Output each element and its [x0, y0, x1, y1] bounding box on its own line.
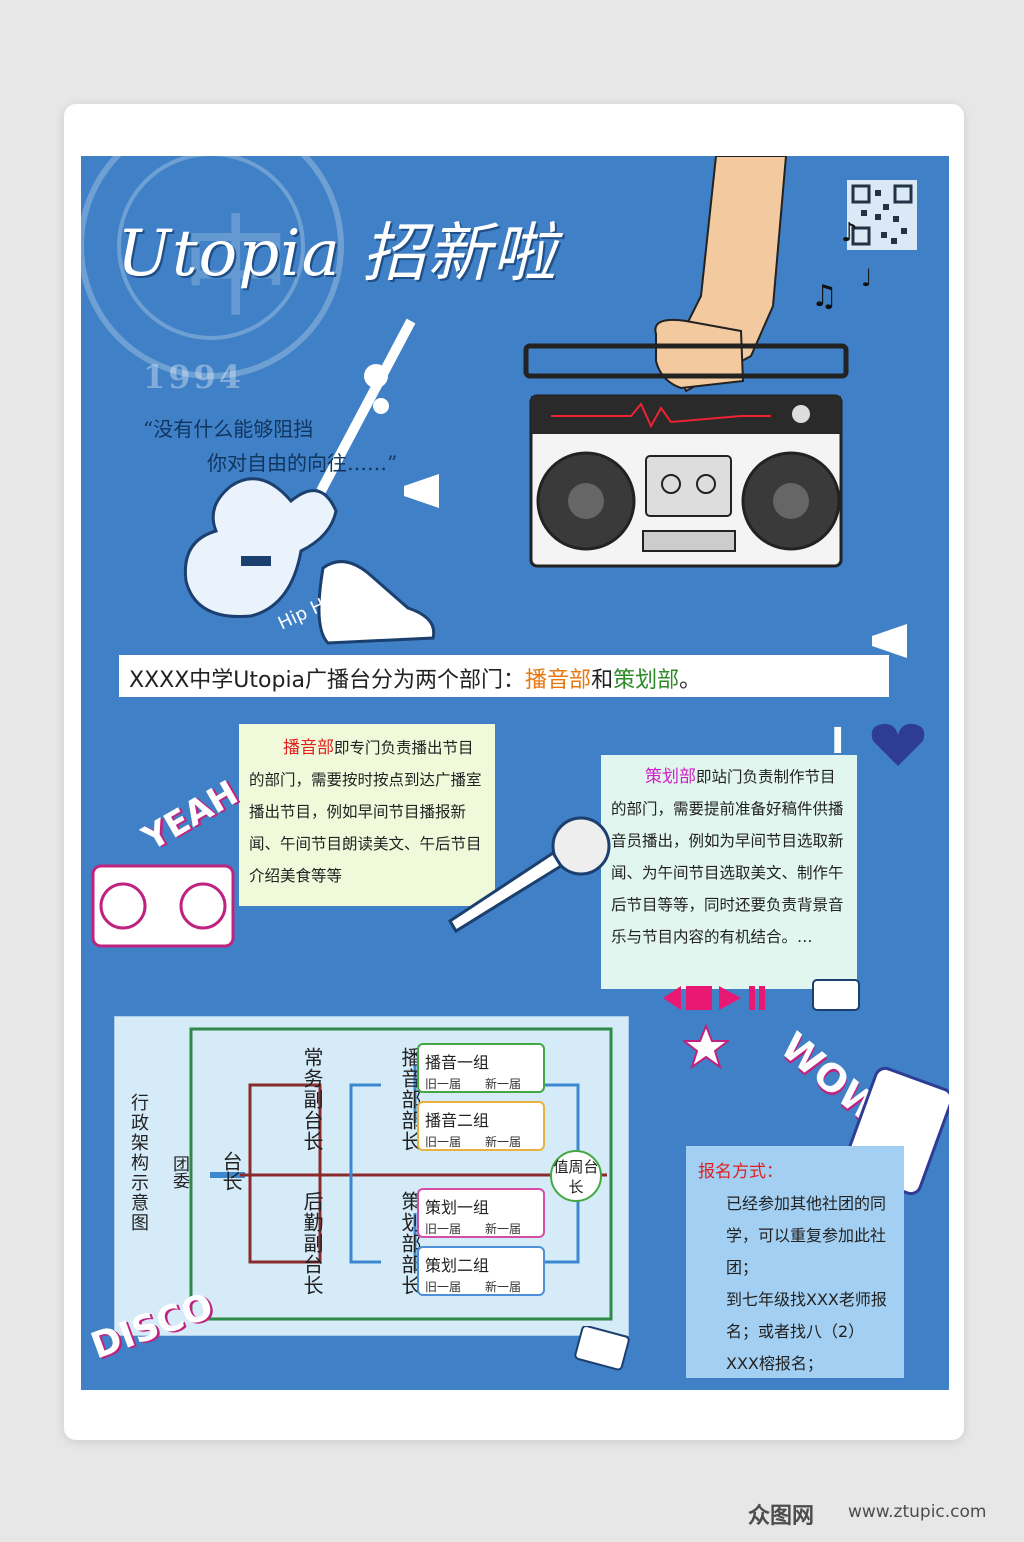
playback-controls-doodle: [663, 986, 765, 1010]
signup-box: 报名方式： 已经参加其他社团的同学，可以重复参加此社团； 到七年级找XXX老师报…: [686, 1146, 904, 1378]
watermark-url: www.ztupic.com: [848, 1502, 987, 1522]
svg-text:中: 中: [181, 204, 291, 332]
quote-line-2: 你对自由的向往……”: [207, 451, 398, 475]
org-group-name: 播音二组: [425, 1111, 490, 1130]
seal-year: 1994: [143, 358, 245, 396]
i-doodle: I: [831, 721, 845, 762]
org-group: 策划一组 旧一届 新一届: [417, 1188, 545, 1238]
intro-prefix: XXXX中学Utopia广播台分为两个部门：: [129, 668, 526, 693]
planning-dept-box: 策划部即站门负责制作节目的部门，需要提前准备好稿件供播音员播出，例如为早间节目选…: [601, 755, 857, 989]
org-executive-vice: 常务副台长: [300, 1047, 324, 1152]
planning-dept-text: 即站门负责制作节目的部门，需要提前准备好稿件供播音员播出，例如为早间节目选取新闻…: [611, 768, 844, 946]
quote-line-1: “没有什么能够阻挡: [143, 417, 314, 441]
heart-icon: [871, 723, 925, 766]
org-logistics-vice: 后勤副台长: [300, 1191, 324, 1296]
broadcast-dept-box: 播音部即专门负责播出节目的部门，需要按时按点到达广播室播出节目，例如早间节目播报…: [239, 724, 495, 906]
org-chart-title: 行政架构示意图: [128, 1093, 149, 1233]
poster-title: Utopia 招新啦: [117, 217, 558, 291]
org-group-name: 策划一组: [425, 1198, 490, 1217]
intro-dept-planning: 策划部: [613, 668, 680, 693]
intro-dept-broadcast: 播音部: [525, 668, 592, 693]
cassette-icon-small: [812, 979, 860, 1011]
speaker-icon: [404, 474, 439, 508]
org-group: 播音二组 旧一届 新一届: [417, 1101, 545, 1151]
svg-text:♫: ♫: [811, 279, 838, 314]
watermark-logo: 众图网: [748, 1504, 815, 1529]
star-icon: [683, 1024, 729, 1070]
org-weekly-head: 值周台长: [550, 1150, 602, 1202]
sneaker-illustration: [317, 560, 436, 645]
intro-suffix: 。: [679, 668, 702, 693]
school-seal-logo: 中: [81, 156, 344, 379]
microphone-illustration: [447, 816, 611, 934]
org-group: 播音一组 旧一届 新一届: [417, 1043, 545, 1093]
org-tuanwei: 团委: [169, 1155, 189, 1189]
boombox-illustration: ♪ ♫ ♩: [523, 156, 871, 568]
org-group-name: 播音一组: [425, 1053, 490, 1072]
yeah-radio-doodle: [91, 864, 235, 948]
quote-block: “没有什么能够阻挡 你对自由的向往……”: [143, 412, 443, 480]
cassette-icon: [574, 1326, 630, 1371]
org-group-sub: 旧一届 新一届: [425, 1222, 522, 1236]
signup-paragraph-1: 已经参加其他社团的同学，可以重复参加此社团；: [726, 1194, 887, 1277]
org-group: 策划二组 旧一届 新一届: [417, 1246, 545, 1296]
org-station-head: 台长: [219, 1151, 243, 1191]
org-group-sub: 旧一届 新一届: [425, 1280, 522, 1294]
signup-paragraph-2: 到七年级找XXX老师报名；或者找八（2）XXX榕报名；: [726, 1290, 887, 1373]
broadcast-dept-title: 播音部: [283, 738, 334, 758]
broadcast-dept-text: 即专门负责播出节目的部门，需要按时按点到达广播室播出节目，例如早间节目播报新闻、…: [249, 739, 482, 885]
org-group-name: 策划二组: [425, 1256, 490, 1275]
org-chart: 行政架构示意图 团委 台长 常务副台长 后勤副台长 播音部部长 策划部部长 播音…: [114, 1016, 629, 1336]
qr-code-icon: [847, 180, 917, 250]
poster: 中 1994 Utopia 招新啦 ♪ ♫ ♩: [81, 156, 949, 1390]
org-group-sub: 旧一届 新一届: [425, 1077, 522, 1091]
guitar-illustration: [183, 318, 416, 619]
intro-banner: XXXX中学Utopia广播台分为两个部门：播音部和策划部。: [119, 655, 889, 697]
intro-and: 和: [591, 668, 614, 693]
org-group-sub: 旧一届 新一届: [425, 1135, 522, 1149]
planning-dept-title: 策划部: [645, 767, 696, 787]
svg-text:♩: ♩: [861, 264, 871, 292]
svg-text:♪: ♪: [841, 218, 858, 248]
signup-title: 报名方式：: [698, 1162, 783, 1182]
org-chart-lines: [189, 1027, 613, 1321]
speaker-icon-right: [872, 624, 907, 658]
